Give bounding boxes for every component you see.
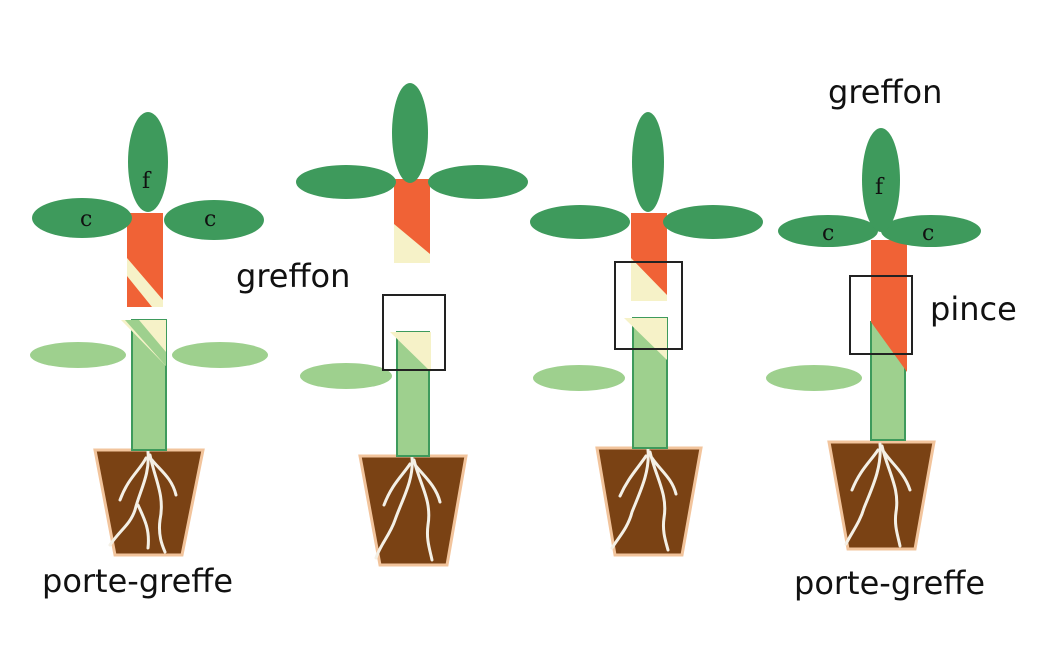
- rootstock-cotyledon-right-1: [172, 342, 268, 368]
- scion-cotyledon-left-2: [296, 165, 396, 199]
- rootstock-cotyledon-left-4: [766, 365, 862, 391]
- panel-2: greffon: [236, 83, 528, 565]
- scion-label-4: greffon: [828, 73, 942, 111]
- scion-leaf-1: [128, 112, 168, 212]
- cotyledon-label-left-1: c: [80, 207, 92, 232]
- scion-cotyledon-right-3: [663, 205, 763, 239]
- cotyledon-label-right-4: c: [922, 221, 934, 246]
- pot-2: [360, 456, 466, 565]
- rootstock-label-4: porte-greffe: [794, 564, 985, 602]
- panel-4: f c c greffon pince porte-greffe: [766, 73, 1017, 602]
- clip-label-4: pince: [930, 290, 1017, 328]
- rootstock-cotyledon-left-2: [300, 363, 392, 389]
- pot-4: [829, 442, 934, 549]
- scion-leaf-2: [392, 83, 428, 183]
- scion-cotyledon-left-3: [530, 205, 630, 239]
- scion-cotyledon-right-2: [428, 165, 528, 199]
- rootstock-cotyledon-left-1: [30, 342, 126, 368]
- panel-3: [530, 112, 763, 555]
- cotyledon-label-left-4: c: [822, 221, 834, 246]
- cotyledon-label-right-1: c: [204, 207, 216, 232]
- rootstock-cotyledon-left-3: [533, 365, 625, 391]
- scion-label-2: greffon: [236, 257, 350, 295]
- rootstock-label-1: porte-greffe: [42, 562, 233, 600]
- scion-leaf-3: [632, 112, 664, 212]
- panel-1: f c c porte-greffe: [30, 112, 268, 600]
